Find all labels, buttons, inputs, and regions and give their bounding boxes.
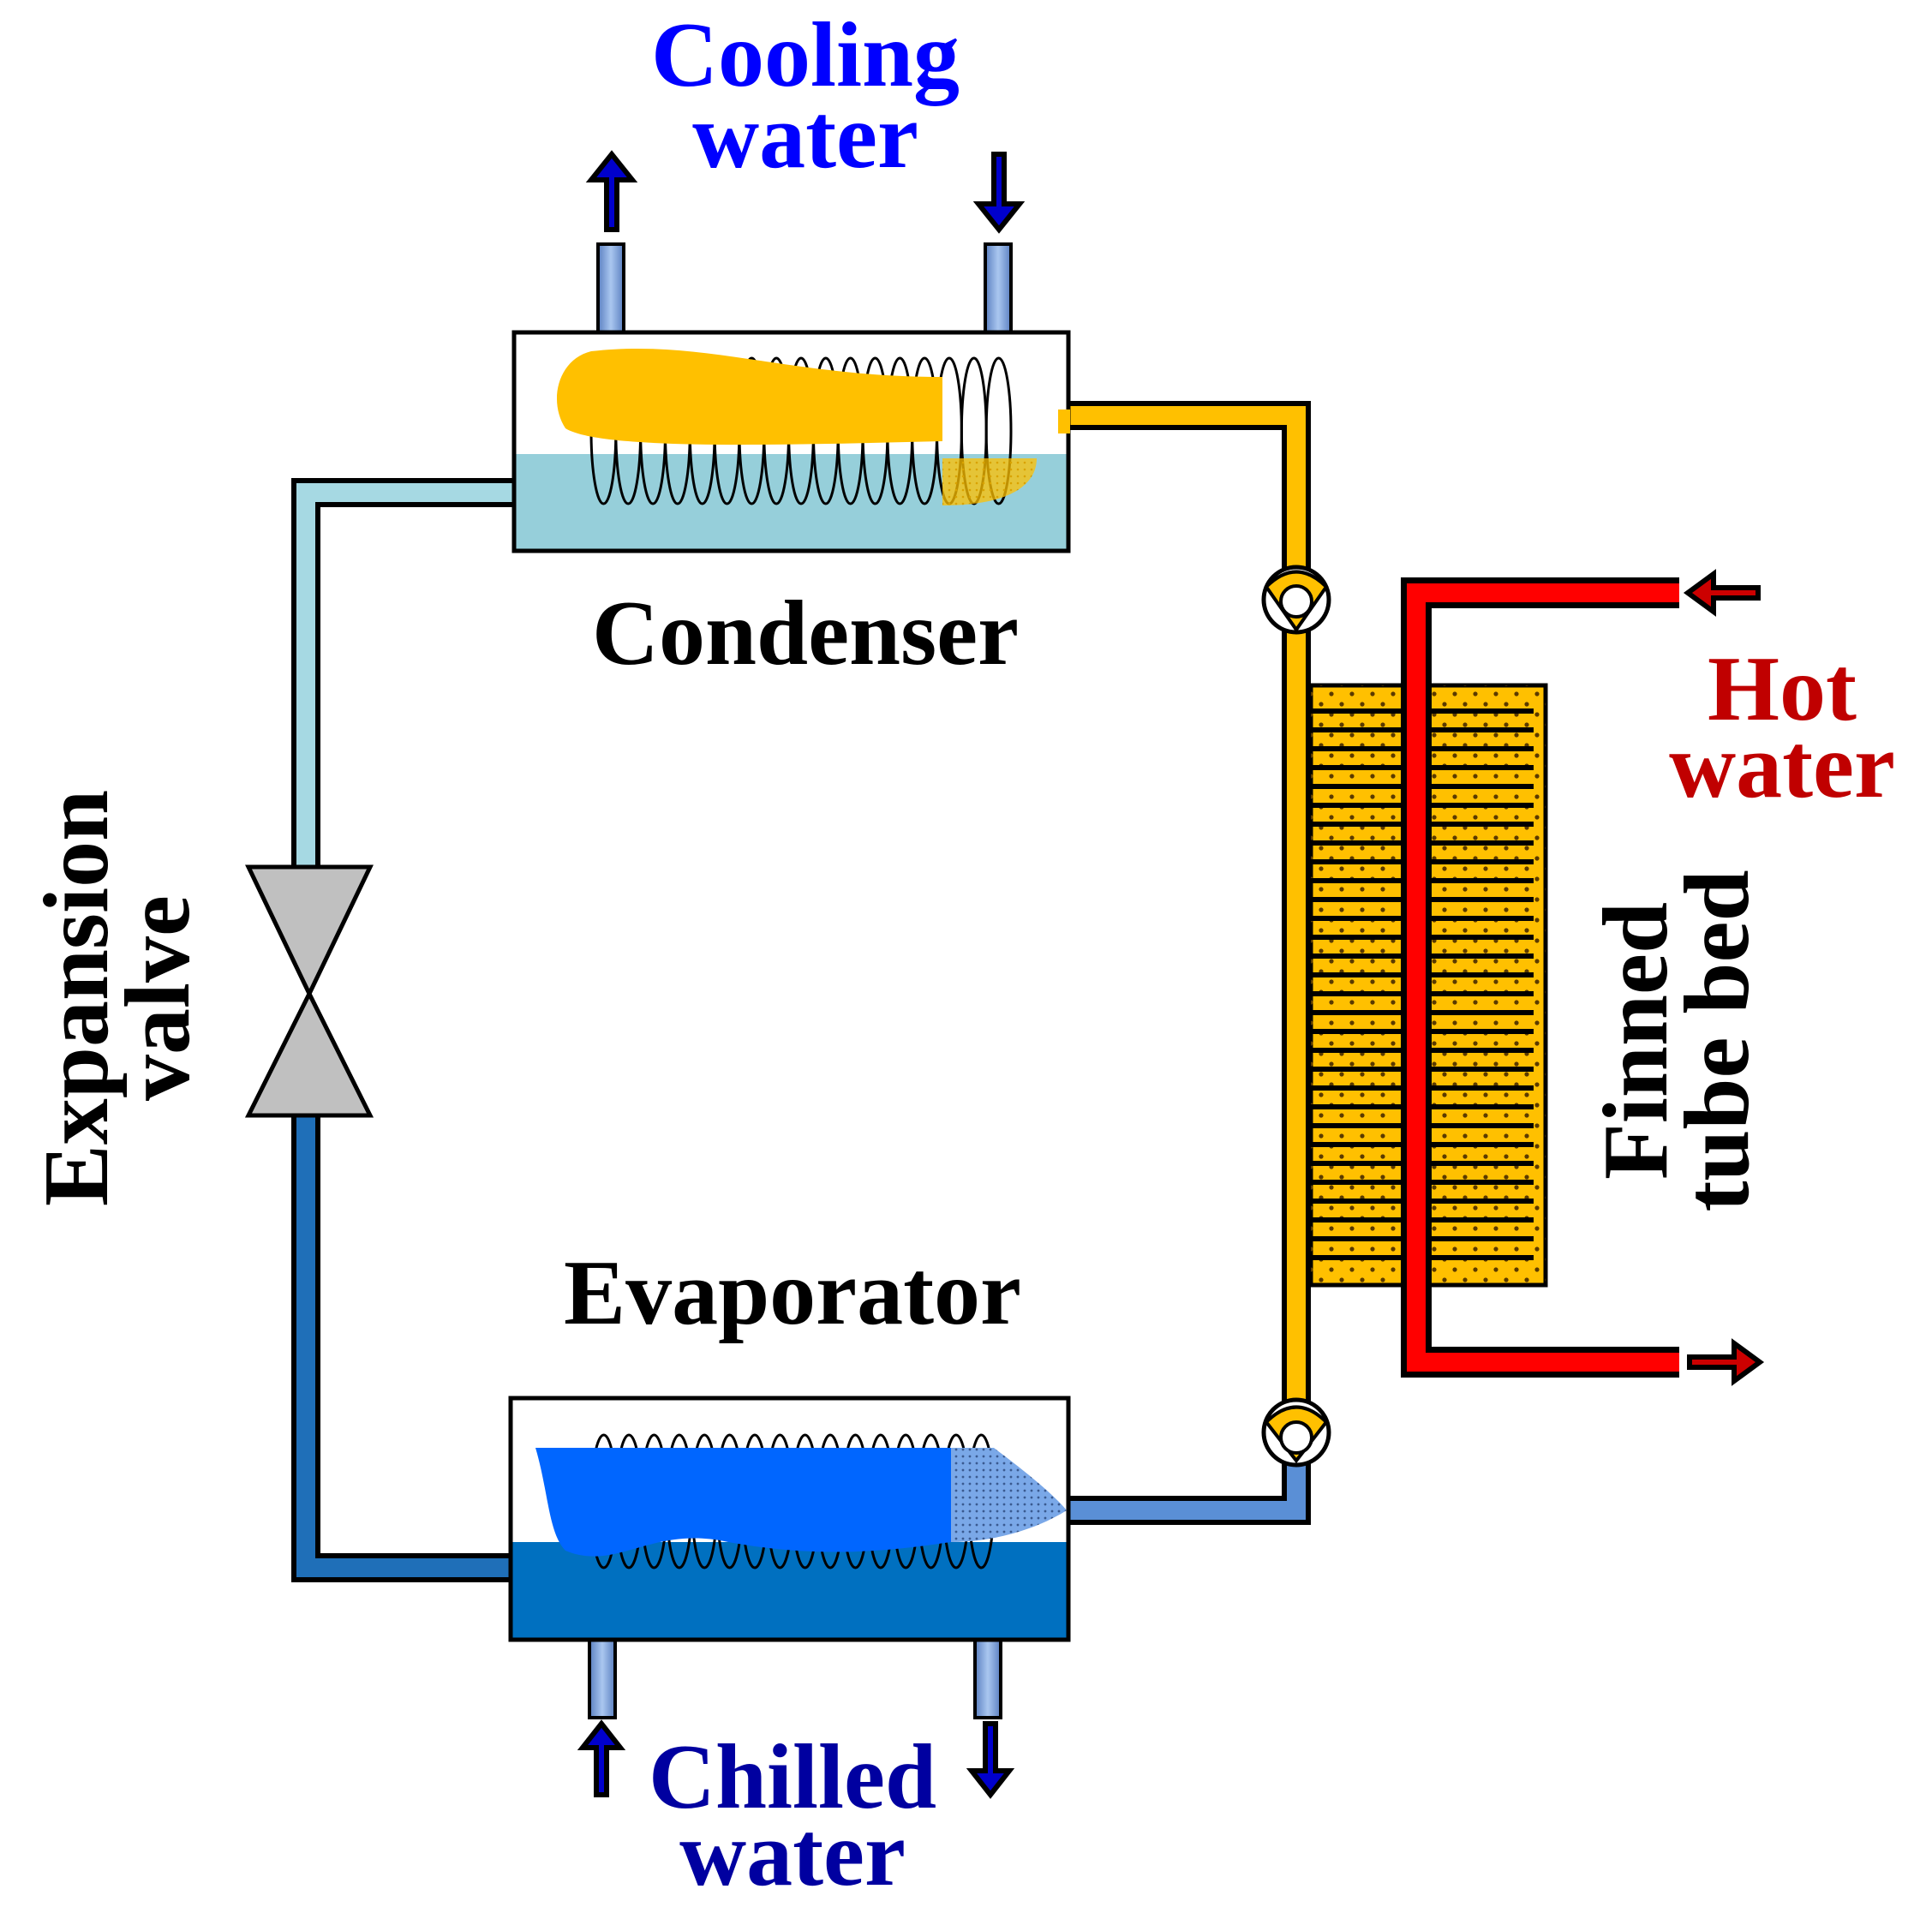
- expansion-valve: [244, 864, 374, 1118]
- evaporator-water-pool: [511, 1542, 1068, 1640]
- coil-loop: [984, 356, 1013, 505]
- finned-tube-bed-label-line1: Finned: [1585, 902, 1687, 1180]
- evaporator-label: Evaporator: [564, 1242, 1021, 1344]
- lower-check-valve: [1261, 1397, 1331, 1468]
- finned-tube-bed-label-line2: tube bed: [1666, 870, 1768, 1211]
- upper-check-valve: [1261, 565, 1331, 635]
- condenser-vapor-blob: [557, 348, 942, 445]
- chilled-water-label-line2: water: [679, 1803, 906, 1905]
- hot-water-label-line1: Hot: [1708, 638, 1857, 740]
- arrow-down-icon: [966, 1721, 1015, 1799]
- expansion-valve-label-line1: Expansion: [26, 790, 128, 1206]
- cooling-water-label-line2: water: [692, 86, 918, 188]
- hot-water-label-line2: water: [1669, 715, 1895, 817]
- condenser: [511, 330, 1071, 553]
- chilled-water-label-line1: Chilled: [649, 1726, 936, 1828]
- arrow-right-icon: [1687, 1338, 1765, 1386]
- expansion-valve-label-line2: valve: [107, 895, 209, 1101]
- condenser-label: Condenser: [592, 583, 1019, 684]
- evaporator: [508, 1396, 1071, 1642]
- condensed-liquid-pipe: [291, 478, 514, 865]
- condenser-vapor-pipe: [1067, 401, 1311, 574]
- hot-water-pipe: [1401, 577, 1679, 1378]
- evaporator-feed-pipe: [291, 1114, 514, 1582]
- arrow-left-icon: [1683, 569, 1761, 617]
- arrow-down-icon: [972, 152, 1026, 234]
- cooling-water-label-line1: Cooling: [651, 4, 960, 106]
- evaporating-refrigerant: [535, 1448, 951, 1557]
- evaporator-vapor-pipe: [1067, 1439, 1311, 1525]
- arrow-up-icon: [577, 1719, 626, 1797]
- arrow-up-icon: [585, 150, 638, 232]
